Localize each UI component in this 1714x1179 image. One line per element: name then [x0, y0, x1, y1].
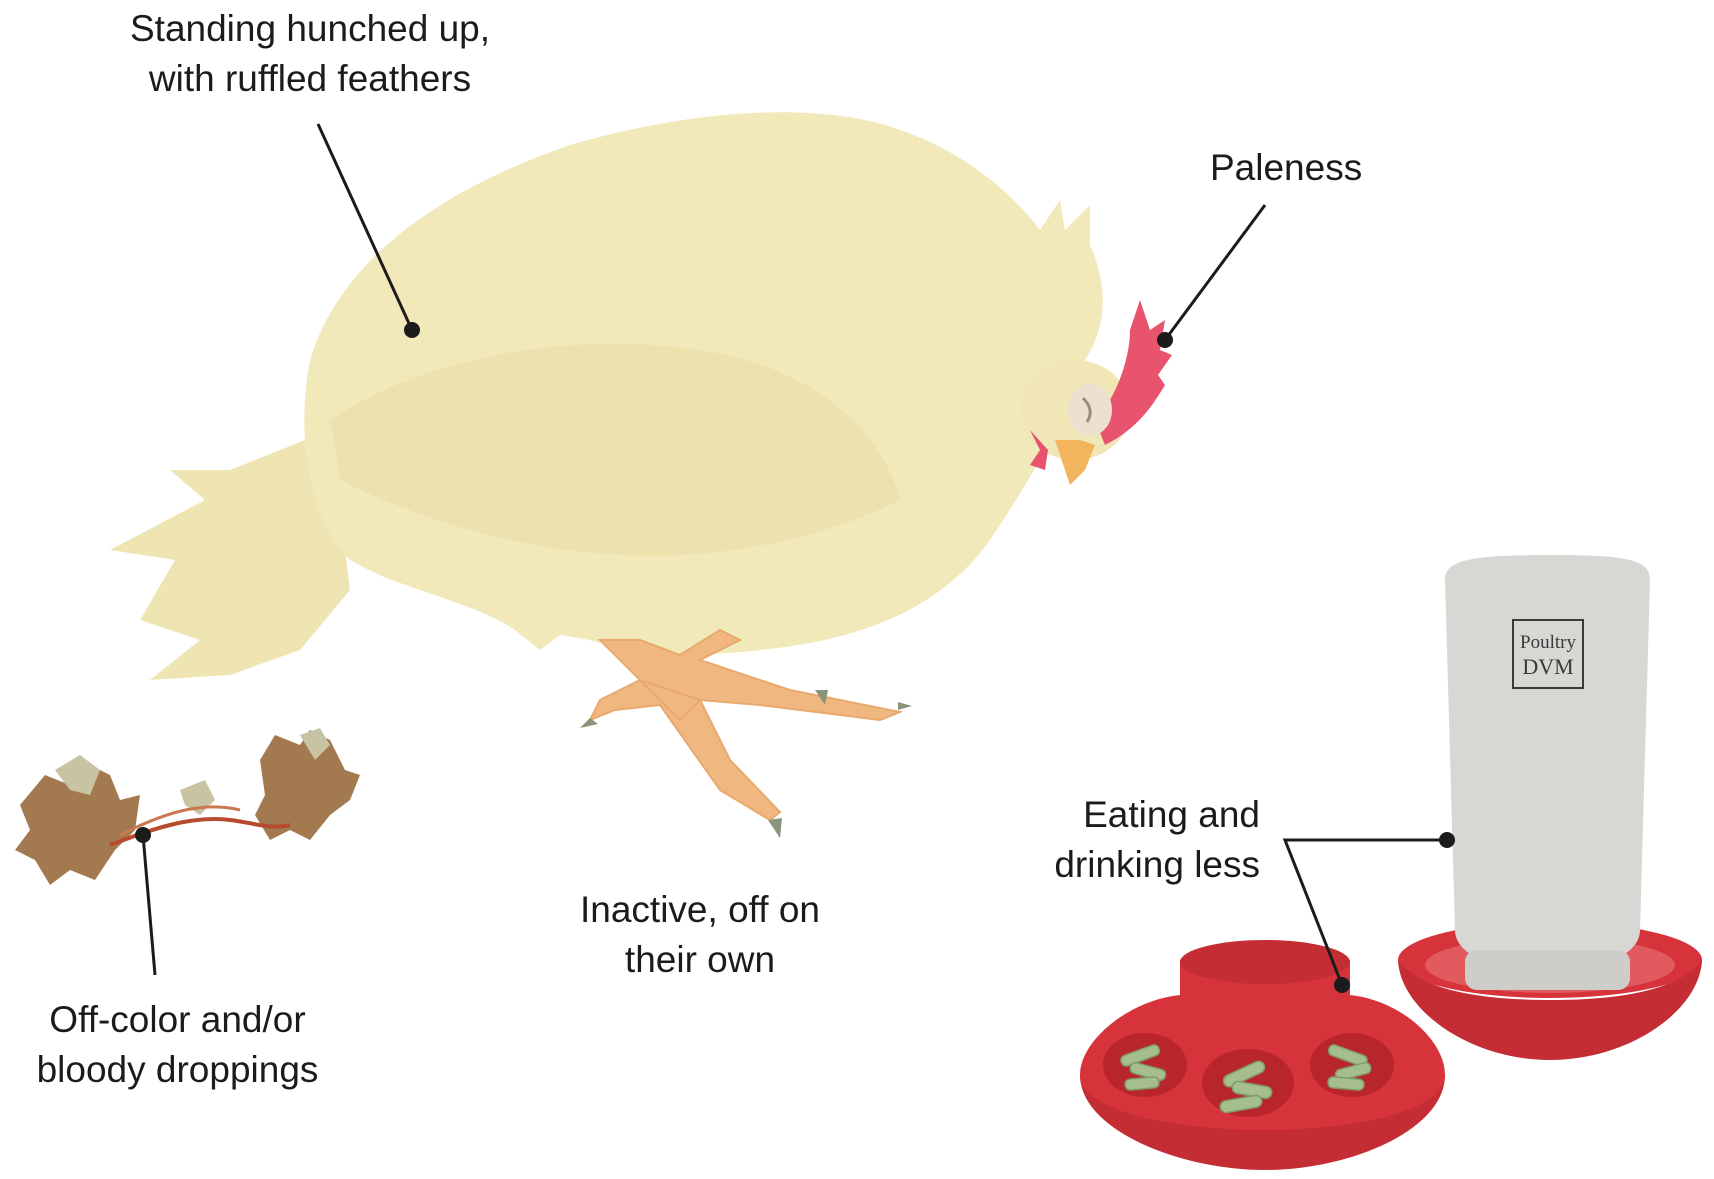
- waterer-illustration: Poultry DVM: [1398, 555, 1702, 1060]
- pointer-dot-feeder: [1334, 977, 1350, 993]
- pointer-droppings: [143, 835, 155, 975]
- brand-logo-line1: Poultry: [1520, 632, 1576, 653]
- pointer-dot-waterer: [1439, 832, 1455, 848]
- label-hunched-line2: with ruffled feathers: [90, 54, 530, 104]
- label-eating-line2: drinking less: [995, 840, 1260, 890]
- chicken-illustration: [110, 112, 1172, 838]
- label-droppings-line2: bloody droppings: [0, 1045, 355, 1095]
- brand-logo-line2: DVM: [1522, 654, 1573, 679]
- label-hunched-line1: Standing hunched up,: [90, 4, 530, 54]
- waterer-jug-bottom: [1465, 950, 1630, 990]
- feeder-illustration: [1080, 940, 1445, 1170]
- pointer-dot-paleness: [1157, 332, 1173, 348]
- droppings-illustration: [15, 728, 360, 885]
- label-inactive-line1: Inactive, off on: [540, 885, 860, 935]
- pointer-dot-droppings: [135, 827, 151, 843]
- label-eating-line1: Eating and: [995, 790, 1260, 840]
- label-droppings-line1: Off-color and/or: [0, 995, 355, 1045]
- pointer-paleness: [1165, 205, 1265, 340]
- label-eating: Eating and drinking less: [995, 790, 1260, 890]
- waterer-jug: [1445, 555, 1650, 971]
- pointer-dot-hunched: [404, 322, 420, 338]
- label-droppings: Off-color and/or bloody droppings: [0, 995, 355, 1095]
- label-hunched: Standing hunched up, with ruffled feathe…: [90, 4, 530, 104]
- chicken-beak: [1055, 440, 1095, 485]
- chicken-legs: [590, 630, 900, 820]
- label-paleness: Paleness: [1210, 143, 1362, 193]
- label-inactive-line2: their own: [540, 935, 860, 985]
- label-paleness-line1: Paleness: [1210, 143, 1362, 193]
- feeder-top: [1180, 940, 1350, 984]
- label-inactive: Inactive, off on their own: [540, 885, 860, 985]
